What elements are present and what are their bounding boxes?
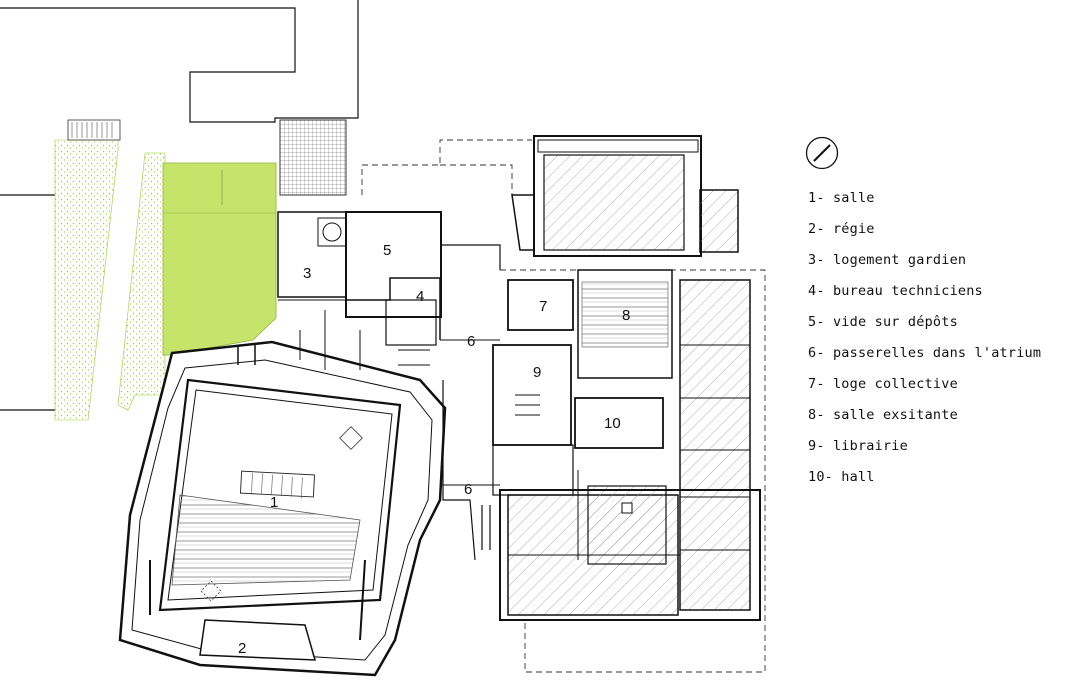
legend-item-7: 7- loge collective [808, 376, 958, 392]
dashed-outlines [361, 139, 766, 673]
existing-building [499, 135, 761, 621]
garden-strips [54, 119, 166, 421]
legend-item-1: 1- salle [808, 190, 875, 206]
room-label-4: 4 [416, 288, 424, 305]
compass-north-icon [805, 136, 839, 170]
room-label-6b: 6 [464, 481, 472, 498]
legend-item-10: 10- hall [808, 469, 875, 485]
green-lawn [162, 162, 277, 356]
legend-item-9: 9- librairie [808, 438, 908, 454]
room-numbers: 1 2 3 4 5 6 6 7 8 9 10 [238, 242, 630, 657]
room-label-5: 5 [383, 242, 391, 259]
legend-item-6: 6- passerelles dans l'atrium [808, 345, 1042, 361]
legend-item-5: 5- vide sur dépôts [808, 314, 958, 330]
legend-item-2: 2- régie [808, 221, 875, 237]
legend-item-8: 8- salle exsitante [808, 407, 958, 423]
legend: 1- salle 2- régie 3- logement gardien 4-… [808, 188, 1070, 498]
room-label-9: 9 [533, 364, 541, 381]
central-rooms [277, 211, 664, 561]
room-label-2: 2 [238, 640, 246, 657]
paved-patch [279, 119, 347, 196]
room-label-3: 3 [303, 265, 311, 282]
auditorium-salle [118, 340, 447, 677]
room-label-6a: 6 [467, 333, 475, 350]
legend-item-4: 4- bureau techniciens [808, 283, 983, 299]
room-label-8: 8 [622, 307, 630, 324]
legend-item-3: 3- logement gardien [808, 252, 967, 268]
room-label-7: 7 [539, 298, 547, 315]
room-label-1: 1 [270, 494, 278, 511]
room-label-10: 10 [604, 415, 621, 432]
